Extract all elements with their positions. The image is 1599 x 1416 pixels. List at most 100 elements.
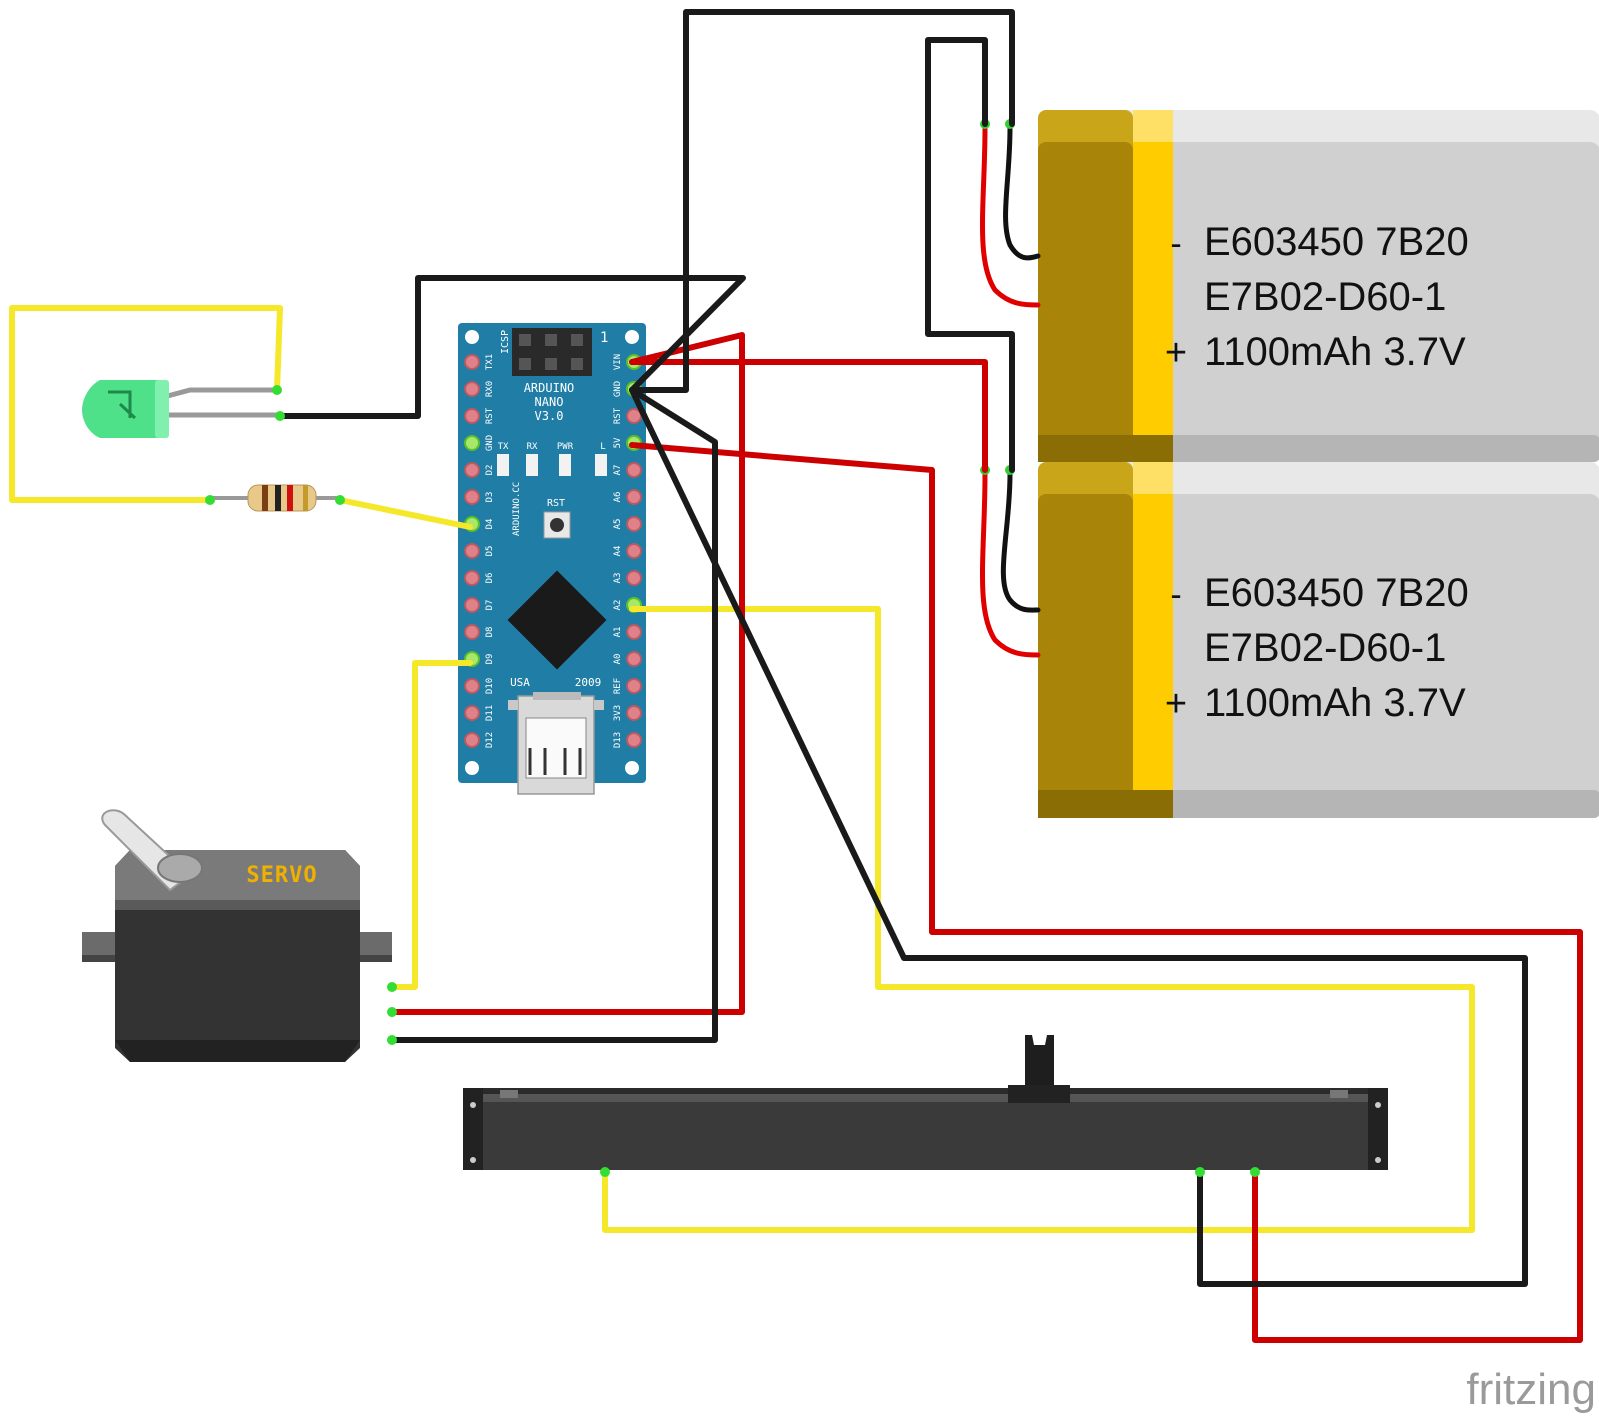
board-usa: USA [510, 676, 530, 689]
pin-label-left-d6: D6 [485, 573, 495, 584]
reset-button[interactable] [550, 518, 564, 532]
pin-pad-left-d5 [464, 543, 480, 559]
pin-label-right-a6: A6 [613, 492, 623, 503]
pin-pad-right-a3 [626, 570, 642, 586]
led-pwr-label: PWR [557, 442, 574, 452]
wire-yellow-d9-servo [389, 660, 473, 990]
battery-bottom-line2: E7B02-D60-1 [1204, 626, 1446, 670]
wire-black-gnd-battery [629, 9, 1015, 393]
pin-label-right-a5: A5 [613, 519, 623, 530]
battery-bottom: - E603450 7B20 E7B02-D60-1 + 1100mAh 3.7… [1038, 462, 1599, 818]
pin-label-right-a4: A4 [613, 546, 623, 557]
wire-black-battery-bridge [925, 37, 1015, 473]
wires [9, 9, 1583, 1343]
battery-top-line2: E7B02-D60-1 [1204, 275, 1446, 319]
pin-pad-right-a1 [626, 624, 642, 640]
pin-label-right-a2: A2 [613, 600, 623, 611]
wire-black-gnd-pot [629, 387, 1528, 1287]
connection-points [205, 385, 1260, 1177]
pin-label-left-d9: D9 [485, 654, 495, 665]
pin-label-right-rst: RST [613, 407, 623, 424]
arduino-nano: ICSP 1 ARDUINO NANO V3.0 ARDUINO.CC TX R… [458, 323, 646, 795]
pin-pad-left-d7 [464, 597, 480, 613]
battery-bottom-plus: + [1165, 683, 1187, 725]
fritzing-logo: fritzing [1466, 1365, 1596, 1414]
icsp-pin1-label: 1 [600, 330, 608, 346]
pin-label-right-3v3: 3V3 [613, 705, 623, 721]
pin-pad-right-d13 [626, 732, 642, 748]
wire-red-vin-battery [629, 359, 988, 473]
battery-bottom-minus: - [1170, 576, 1181, 614]
led-l-label: L [600, 442, 605, 452]
icsp-label: ICSP [500, 330, 511, 354]
pin-pad-left-d8 [464, 624, 480, 640]
pin-pad-left-d3 [464, 489, 480, 505]
pin-pad-right-3v3 [626, 705, 642, 721]
battery-top: - E603450 7B20 E7B02-D60-1 + 1100mAh 3.7… [1038, 110, 1599, 462]
led-tx-label: TX [498, 442, 509, 452]
pin-label-right-a1: A1 [613, 627, 623, 638]
pin-label-left-d4: D4 [485, 519, 495, 530]
battery-top-line3: 1100mAh 3.7V [1204, 330, 1466, 374]
board-year: 2009 [575, 676, 602, 689]
pin-label-left-tx1: TX1 [485, 354, 495, 370]
pin-label-left-d7: D7 [485, 600, 495, 611]
wire-yellow-led-loop [9, 305, 283, 503]
pin-label-left-gnd: GND [485, 435, 495, 451]
pin-pad-left-d6 [464, 570, 480, 586]
pin-label-left-d12: D12 [485, 732, 495, 748]
battery-bottom-line3: 1100mAh 3.7V [1204, 681, 1466, 725]
pin-label-right-a0: A0 [613, 654, 623, 665]
pin-pad-right-a4 [626, 543, 642, 559]
pin-label-left-rx0: RX0 [485, 381, 495, 397]
pin-pad-left-d11 [464, 705, 480, 721]
pin-pad-right-a0 [626, 651, 642, 667]
pin-label-right-gnd: GND [613, 381, 623, 397]
wire-yellow-a2-pot [602, 606, 1475, 1233]
pin-pad-left-rx0 [464, 381, 480, 397]
battery-top-minus: - [1170, 225, 1181, 263]
pin-pad-left-d2 [464, 462, 480, 478]
pin-label-right-vin: VIN [613, 354, 623, 370]
pin-pad-right-rst [626, 408, 642, 424]
battery-top-plus: + [1165, 332, 1187, 374]
pin-pad-right-a7 [626, 462, 642, 478]
pin-label-left-d10: D10 [485, 678, 495, 694]
pin-label-right-5v: 5V [613, 437, 623, 448]
servo-label: SERVO [246, 863, 317, 888]
board-site: ARDUINO.CC [512, 482, 522, 536]
pin-pad-right-ref [626, 678, 642, 694]
pin-label-left-rst: RST [485, 407, 495, 424]
board-name-2: NANO [535, 395, 564, 409]
pin-pad-right-a6 [626, 489, 642, 505]
wire-black-led-gnd [277, 275, 746, 419]
pin-pad-left-gnd [464, 435, 480, 451]
pin-label-right-a3: A3 [613, 573, 623, 584]
pin-pad-left-tx1 [464, 354, 480, 370]
pin-label-left-d11: D11 [485, 705, 495, 721]
resistor [210, 484, 340, 512]
board-name-1: ARDUINO [524, 381, 575, 395]
board-name-3: V3.0 [535, 409, 564, 423]
slide-potentiometer [463, 1035, 1388, 1170]
battery-bottom-line1: E603450 7B20 [1204, 571, 1469, 615]
pin-pad-left-rst [464, 408, 480, 424]
servo-motor: SERVO [82, 809, 392, 1062]
rst-button-label: RST [547, 498, 565, 509]
wire-black-gnd-servo [389, 387, 718, 1043]
pin-label-right-a7: A7 [613, 465, 623, 476]
pin-pad-left-d12 [464, 732, 480, 748]
wire-yellow-resistor-d4 [337, 497, 473, 530]
led-rx-label: RX [527, 442, 538, 452]
battery-top-line1: E603450 7B20 [1204, 220, 1469, 264]
pin-label-right-ref: REF [613, 678, 623, 694]
led-green [82, 380, 280, 438]
pin-label-right-d13: D13 [613, 732, 623, 748]
wire-red-5v-pot [629, 442, 1583, 1343]
pin-label-left-d5: D5 [485, 546, 495, 557]
pin-pad-right-a5 [626, 516, 642, 532]
pin-label-left-d8: D8 [485, 627, 495, 638]
pin-label-left-d3: D3 [485, 492, 495, 503]
pin-pad-left-d10 [464, 678, 480, 694]
